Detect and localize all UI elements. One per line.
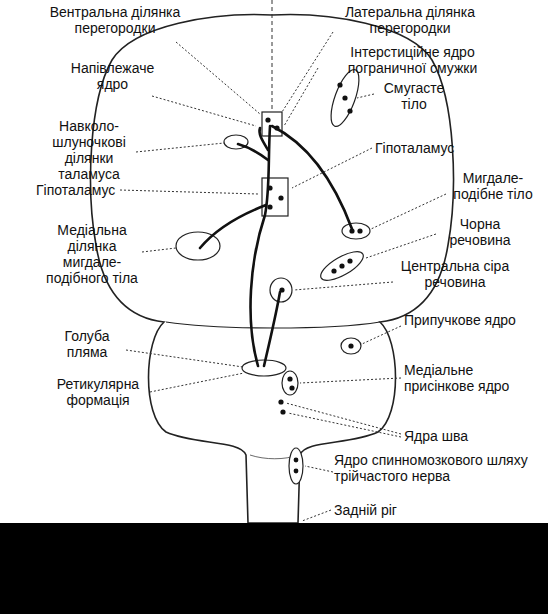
structure-label: Голуба пляма: [50, 328, 124, 360]
structure-label: Центральна сіра речовина: [396, 258, 514, 290]
structure-label: Інтерстиційне ядро пограничної смужки: [320, 44, 505, 76]
structure-label: Мигдале-подібне тіло: [448, 170, 538, 202]
black-band: [0, 523, 548, 614]
structure-label: Чорна речовина: [438, 216, 522, 248]
structure-label: Ядра шва: [404, 428, 468, 444]
structure-label: Ретикулярна формація: [46, 376, 150, 408]
structure-label: Вентральна ділянка перегородки: [40, 4, 190, 36]
structure-label: Медіальна ділянка мигдале-подібного тіла: [40, 222, 144, 286]
structure-label: Гіпоталамус: [375, 140, 454, 156]
structure-label: Ядро спинномозкового шляху трійчастого н…: [334, 452, 534, 484]
structure-label: Гіпоталамус: [36, 182, 115, 198]
structure-label: Латеральна ділянка перегородки: [335, 4, 485, 36]
structure-label: Смугасте тіло: [376, 80, 452, 112]
structure-label: Медіальне присінкове ядро: [404, 362, 536, 394]
structure-label: Задній ріг: [334, 502, 397, 518]
structure-label: Навколо-шлуночкові ділянки таламуса: [40, 118, 138, 182]
structure-label: Припучкове ядро: [404, 312, 544, 328]
structure-label: Напівлежаче ядро: [55, 60, 170, 92]
